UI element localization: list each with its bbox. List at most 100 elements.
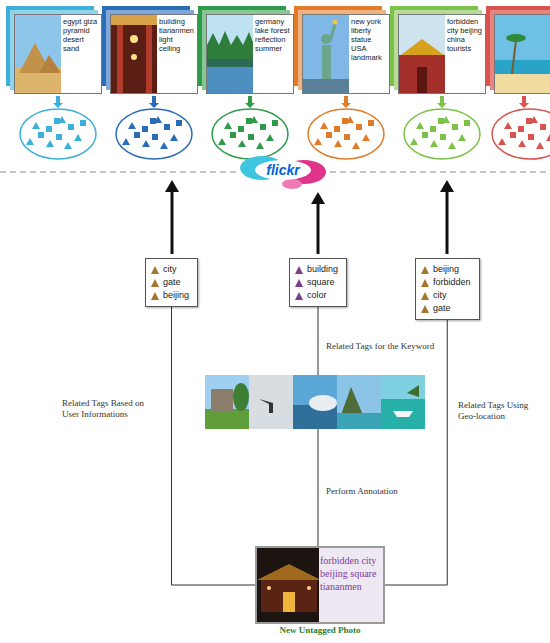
ceiling-photo-part xyxy=(117,25,123,93)
photo-strip-part-part xyxy=(337,413,381,429)
tag-text: city xyxy=(433,289,447,302)
photo-strip-part-part xyxy=(205,409,249,429)
flickr-logo-part xyxy=(282,179,302,189)
untagged-photo xyxy=(257,548,383,622)
tag-triangle xyxy=(151,279,159,287)
ceiling-photo-part xyxy=(111,15,158,25)
ceiling-photo-part xyxy=(130,35,138,43)
partial-card-part xyxy=(512,40,516,74)
forbidden-city-photo xyxy=(399,15,446,93)
tag-row: forbidden xyxy=(421,276,471,289)
photo-strip-part-part xyxy=(337,375,381,429)
upward-arrows-part xyxy=(165,180,179,192)
tag-triangle xyxy=(295,279,303,287)
tag-clusters-part xyxy=(498,116,550,149)
pyramid-photo xyxy=(15,15,62,93)
tag-clusters-part xyxy=(20,109,96,159)
upward-arrows-part xyxy=(311,192,325,204)
edge-note: Perform Annotation xyxy=(326,486,436,497)
partial-card-part xyxy=(506,34,526,42)
photo-strip-part-part xyxy=(393,411,413,417)
tag-row: beijing xyxy=(421,263,471,276)
tag-clusters xyxy=(20,109,550,159)
upward-arrows-part xyxy=(171,190,174,254)
tag-text: beijing xyxy=(163,289,189,302)
partial-card-part xyxy=(495,60,550,74)
photo-strip-part xyxy=(293,375,337,429)
tag-triangle xyxy=(421,279,429,287)
cluster-arrows-part xyxy=(56,96,60,103)
cluster-arrows-part xyxy=(437,103,447,108)
photo-strip-part xyxy=(381,375,425,429)
pyramid-photo-part xyxy=(39,55,61,73)
forbidden-city-photo-part xyxy=(399,15,446,93)
tag-row: building xyxy=(295,263,338,276)
tag-box: beijingforbiddencitygate xyxy=(415,258,480,320)
edge-note: Related Tags Using Geo-location xyxy=(458,400,544,422)
photo-strip-part xyxy=(249,375,293,429)
photo-strip-part-part xyxy=(309,395,337,411)
tag-triangle xyxy=(151,266,159,274)
connector xyxy=(172,307,255,585)
tag-list: germany lake forest reflection summer xyxy=(253,15,293,93)
lake-photo-part xyxy=(207,31,254,59)
untagged-photo-part xyxy=(267,586,271,590)
tag-triangle xyxy=(151,266,159,274)
edge-note: Related Tags for the Keyword xyxy=(326,341,456,352)
tag-list: forbidden city beijing china tourists xyxy=(445,15,485,93)
tag-text: forbidden xyxy=(433,276,471,289)
photo-tags: forbidden city beijing square tiananmen xyxy=(320,554,380,593)
tag-text: square xyxy=(307,276,335,289)
photo-strip-part-part xyxy=(249,375,293,429)
logo-text: flickr xyxy=(258,162,308,178)
tag-box: buildingsquarecolor xyxy=(289,258,347,307)
tag-row: beijing xyxy=(151,289,189,302)
ceiling-photo-part xyxy=(131,54,137,60)
tag-triangle xyxy=(151,292,159,300)
tag-text: building tiananmen light ceiling xyxy=(159,17,195,53)
lake-photo-part xyxy=(207,59,254,93)
cluster-arrows xyxy=(53,96,529,108)
tag-list: building tiananmen light ceiling xyxy=(157,15,197,93)
tag-triangle xyxy=(295,266,303,274)
photo-strip-part-part xyxy=(293,375,337,429)
tag-triangle xyxy=(295,266,303,274)
tag-clusters-part xyxy=(218,116,278,149)
tag-triangle xyxy=(295,292,303,300)
cluster-arrows-part xyxy=(245,103,255,108)
photo-caption: New Untagged Photo xyxy=(237,625,403,636)
tag-triangle xyxy=(421,305,429,313)
tag-box: citygatebeijing xyxy=(145,258,198,307)
tag-triangle xyxy=(421,266,429,274)
photo-strip-part-part xyxy=(233,383,249,411)
tag-text: building xyxy=(307,263,338,276)
liberty-photo-part xyxy=(330,24,335,41)
tag-row: color xyxy=(295,289,338,302)
tag-triangle xyxy=(295,292,303,300)
cluster-arrows-part xyxy=(53,103,63,108)
tag-text: color xyxy=(307,289,327,302)
upward-arrows-part xyxy=(446,190,449,254)
lake-photo xyxy=(207,15,254,93)
liberty-photo xyxy=(303,15,350,93)
tag-list: new york liberty statue USA landmark xyxy=(349,15,389,93)
tag-clusters-part xyxy=(212,109,288,159)
tag-triangle xyxy=(421,292,429,300)
cluster-arrows-part xyxy=(341,103,351,108)
untagged-photo-part xyxy=(257,548,383,622)
tag-clusters-part xyxy=(116,109,192,159)
tag-clusters-part xyxy=(404,109,480,159)
tag-row: gate xyxy=(421,302,471,315)
upward-arrows-part xyxy=(440,180,454,192)
dashed-divider-part xyxy=(0,172,236,173)
tag-triangle xyxy=(151,292,159,300)
tag-text: beijing xyxy=(433,263,459,276)
cluster-arrows-part xyxy=(152,96,156,103)
connector xyxy=(385,320,447,585)
liberty-photo-part xyxy=(303,15,350,93)
tag-triangle xyxy=(421,292,429,300)
tag-text: city xyxy=(163,263,177,276)
tag-text: gate xyxy=(433,302,451,315)
untagged-photo-part xyxy=(257,564,321,580)
photo-strip-part-part xyxy=(407,385,419,397)
